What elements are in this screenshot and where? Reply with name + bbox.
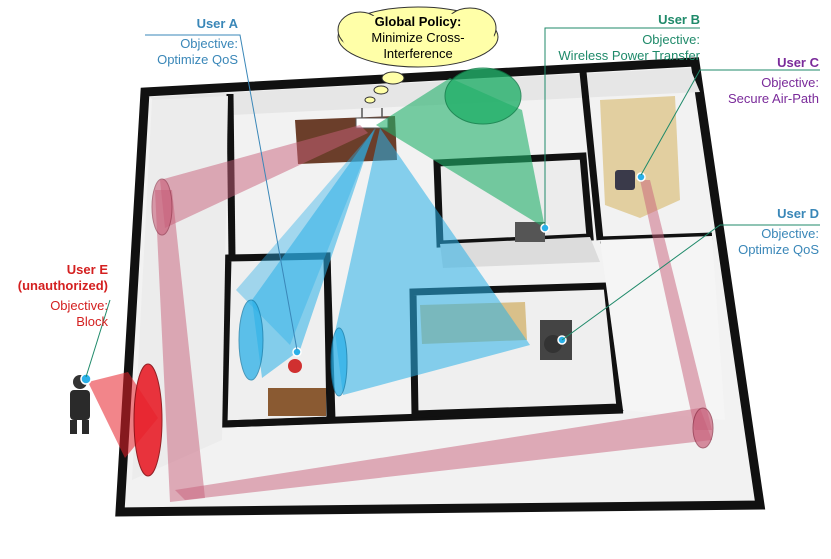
- user-a-figure: [288, 359, 302, 373]
- policy-cloud: [337, 6, 499, 104]
- user-markers: [288, 170, 646, 373]
- global-policy-title: Global Policy:: [374, 14, 462, 29]
- beam-pink: [175, 408, 712, 500]
- beam-pink-ellipse: [692, 407, 714, 449]
- leader-user-c: [640, 69, 820, 176]
- beam-blue: [335, 128, 530, 395]
- back-wall-face: [150, 68, 700, 118]
- beam-pink-ellipse: [151, 178, 173, 236]
- user-b-label: User B Objective: Wireless Power Transfe…: [540, 12, 700, 64]
- cloud-fill: [342, 11, 494, 63]
- beam-pink: [640, 180, 712, 430]
- user-e-label: User E (unauthorized) Objective: Block: [8, 262, 108, 330]
- beam-user-a: [236, 128, 376, 381]
- beam-blue-ellipse-a: [238, 299, 264, 381]
- beam-user-c-path: [151, 125, 714, 502]
- user-c-label: User C Objective: Secure Air-Path: [700, 55, 819, 107]
- user-e-device-icon: [80, 373, 92, 385]
- beam-user-e: [70, 363, 163, 477]
- user-c-name: User C: [777, 55, 819, 70]
- desk-user-b: [515, 222, 545, 242]
- beam-blue: [236, 128, 376, 345]
- user-b-objective-label: Objective:: [642, 32, 700, 47]
- user-e-status: (unauthorized): [17, 278, 108, 293]
- user-e-body: [70, 390, 90, 420]
- user-a-name: User A: [196, 16, 238, 31]
- user-d-objective: Optimize QoS: [738, 242, 819, 257]
- user-a-label: User A Objective: Optimize QoS: [120, 16, 238, 68]
- user-d-name: User D: [777, 206, 819, 221]
- global-policy-line1: Minimize Cross-: [371, 30, 465, 45]
- wall-segment: [323, 255, 336, 421]
- user-b-name: User B: [658, 12, 700, 27]
- user-e-name: User E: [66, 262, 108, 277]
- wall-segment: [579, 71, 604, 241]
- beam-user-b: [376, 67, 545, 228]
- user-d-label: User D Objective: Optimize QoS: [700, 206, 819, 258]
- callout-lines: [85, 27, 820, 378]
- user-a-objective-label: Objective:: [180, 36, 238, 51]
- user-e-objective-label: Objective:: [50, 298, 108, 313]
- user-e-leg: [82, 420, 89, 434]
- table-user-a: [268, 388, 326, 416]
- leader-user-d: [561, 224, 820, 341]
- leader-user-b: [544, 27, 700, 225]
- jammer-ellipse: [133, 363, 163, 477]
- user-a-objective: Optimize QoS: [157, 52, 238, 67]
- beam-pink: [160, 125, 368, 228]
- beam-blue-ellipse-d: [330, 327, 348, 397]
- user-b-objective: Wireless Power Transfer: [558, 48, 700, 63]
- user-c-objective-label: Objective:: [761, 75, 819, 90]
- user-c-objective: Secure Air-Path: [727, 91, 819, 106]
- user-d-objective-label: Objective:: [761, 226, 819, 241]
- user-b-device-icon: [540, 223, 550, 233]
- beam-pink: [155, 190, 205, 502]
- user-e-objective: Block: [76, 314, 108, 329]
- global-policy-line2: Interference: [383, 46, 453, 61]
- thought-bubble: [373, 85, 389, 95]
- global-policy-label: Global Policy: Minimize Cross- Interfere…: [348, 14, 488, 62]
- beam-user-d: [330, 128, 530, 397]
- user-c-device-icon: [636, 172, 646, 182]
- thought-bubble: [381, 71, 405, 85]
- beam-green-ellipse: [444, 67, 522, 125]
- thought-bubble: [364, 96, 376, 104]
- leader-user-e: [85, 299, 111, 378]
- user-e-leg: [70, 420, 77, 434]
- leader-user-a: [145, 34, 298, 351]
- bed-user-c: [600, 96, 680, 218]
- room-user-b-face: [440, 237, 600, 268]
- user-c-figure: [615, 170, 635, 190]
- beam-blue: [252, 128, 375, 378]
